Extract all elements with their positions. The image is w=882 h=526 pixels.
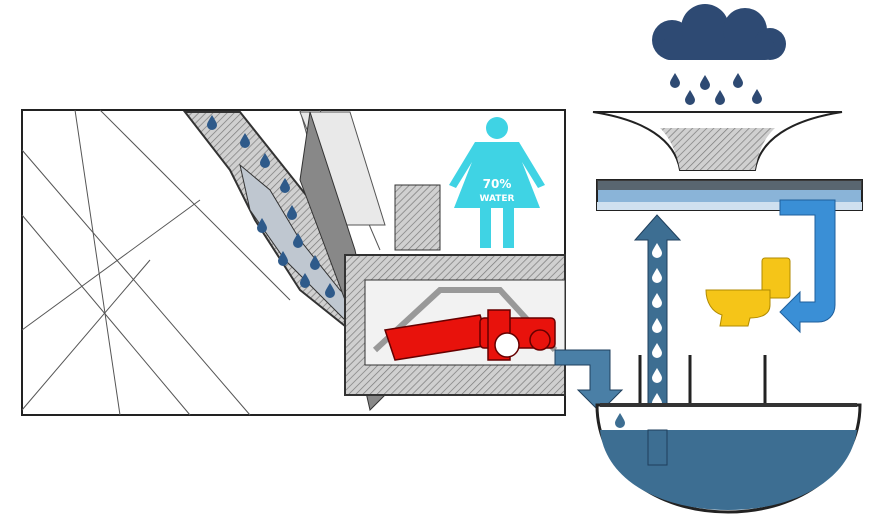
tank-water	[600, 430, 857, 510]
toilet-icon	[705, 257, 791, 327]
person-water-label: WATER	[479, 194, 514, 204]
wall-block	[394, 184, 441, 251]
rain-drops	[670, 73, 762, 105]
person-percent-label: 70%	[483, 177, 512, 191]
storage-tank	[595, 355, 862, 514]
cloud-icon	[652, 4, 786, 60]
outflow-arrow	[554, 349, 624, 413]
supply-arrow	[779, 199, 836, 334]
person-icon	[449, 117, 545, 248]
valve	[384, 309, 556, 361]
